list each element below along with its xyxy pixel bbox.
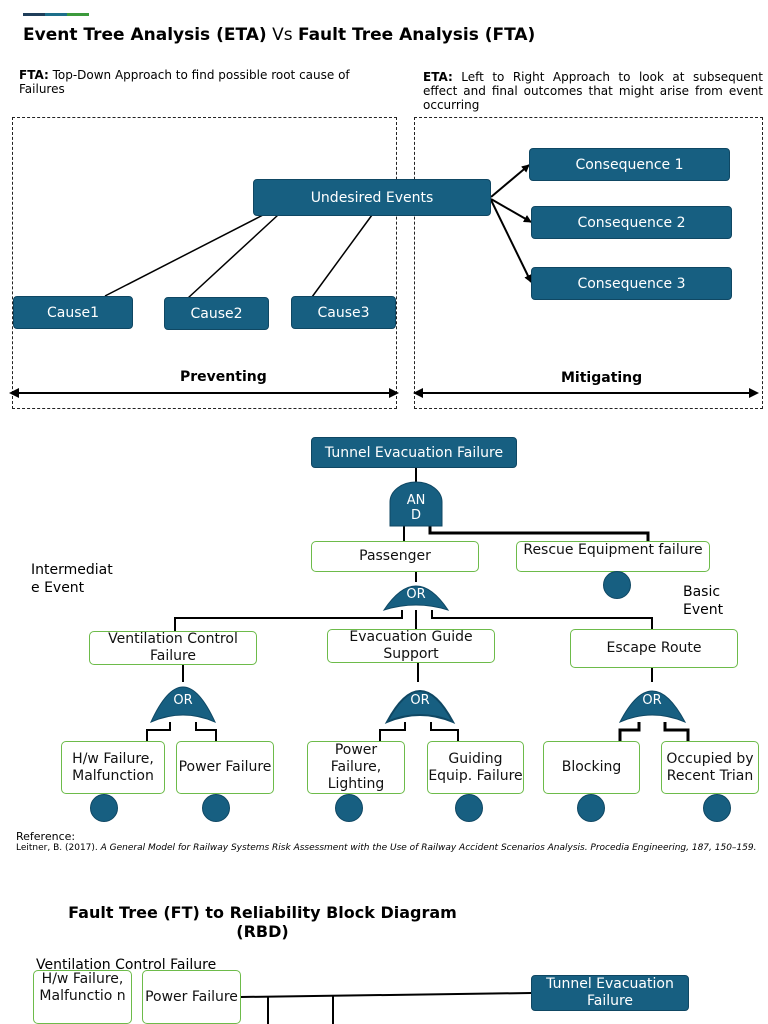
evacuation-guide-box: Evacuation Guide Support [327, 629, 495, 663]
fta-note-label: FTA: [19, 68, 49, 82]
reference-block: Reference: Leitner, B. (2017). A General… [16, 831, 761, 854]
or-gate-shape-3 [384, 690, 456, 725]
ventilation-control-box: Ventilation Control Failure [89, 631, 257, 665]
cause3-box: Cause3 [291, 296, 396, 329]
rbd-top-event-block: Tunnel Evacuation Failure [531, 975, 689, 1011]
reference-title: A General Model for Railway Systems Risk… [100, 843, 757, 853]
basic-event-label: Basic Event [683, 584, 724, 618]
consequence1-box: Consequence 1 [529, 148, 730, 181]
title-vs: Vs [266, 25, 298, 45]
leaf-blocking-box: Blocking [543, 741, 640, 794]
consequence1-arrow [490, 164, 530, 198]
eta-note: ETA: Left to Right Approach to look at s… [423, 70, 763, 112]
or-gate-label-1: OR [406, 587, 426, 602]
basic-event-circle-5 [577, 794, 605, 822]
rbd-ventilation-label: Ventilation Control Failure [36, 957, 217, 973]
accent-bar-2 [45, 13, 67, 16]
title-eta: Event Tree Analysis (ETA) [23, 25, 267, 45]
reference-authors: Leitner, B. (2017). [16, 843, 101, 853]
consequence2-arrow [490, 198, 532, 223]
leaf-guiding-equip-box: Guiding Equip. Failure [427, 741, 524, 794]
escape-route-box: Escape Route [570, 629, 738, 668]
page-title: Event Tree Analysis (ETA) Vs Fault Tree … [23, 25, 535, 45]
leaf-power-failure-box: Power Failure [176, 741, 274, 794]
top-event-box: Tunnel Evacuation Failure [311, 437, 517, 468]
and-gate-shape [389, 481, 443, 527]
consequence3-arrow [490, 199, 532, 283]
leaf-hw-failure-box: H/w Failure, Malfunction [61, 741, 165, 794]
cause1-link [104, 214, 264, 297]
cause1-box: Cause1 [13, 296, 133, 329]
consequence3-box: Consequence 3 [531, 267, 732, 300]
eta-note-label: ETA: [423, 70, 453, 84]
or-gate-label-2: OR [173, 693, 193, 708]
or-gate-shape-4 [618, 690, 687, 724]
accent-bar-3 [67, 13, 89, 16]
basic-event-circle-4 [455, 794, 483, 822]
undesired-events-box: Undesired Events [253, 179, 491, 216]
passenger-box: Passenger [311, 541, 479, 572]
accent-bar-1 [23, 13, 45, 16]
basic-event-circle-3 [335, 794, 363, 822]
fta-region [12, 117, 397, 409]
eta-note-text: Left to Right Approach to look at subseq… [423, 70, 763, 112]
basic-event-circle-2 [202, 794, 230, 822]
cause3-link [311, 214, 373, 298]
consequence2-box: Consequence 2 [531, 206, 732, 239]
leaf-occupied-box: Occupied by Recent Trian [661, 741, 759, 794]
or-gate-shape-1 [382, 585, 450, 611]
basic-event-circle-1 [90, 794, 118, 822]
or-gate-shape-2 [150, 686, 216, 723]
reference-text: Leitner, B. (2017). A General Model for … [16, 843, 761, 854]
rbd-hw-block: H/w Failure, Malfunctio n [33, 970, 132, 1024]
eta-region [414, 117, 763, 409]
leaf-power-lighting-box: Power Failure, Lighting [307, 741, 405, 794]
reference-label: Reference: [16, 830, 76, 843]
and-gate-label: AN D [406, 493, 426, 523]
basic-event-circle-6 [703, 794, 731, 822]
or-gate-label-3: OR [410, 693, 430, 708]
mitigating-label: Mitigating [561, 370, 643, 386]
fta-note-text: Top-Down Approach to find possible root … [19, 68, 350, 96]
rescue-equipment-box: Rescue Equipment failure [516, 541, 710, 572]
rbd-title: Fault Tree (FT) to Reliability Block Dia… [68, 903, 457, 941]
or-gate-label-4: OR [642, 693, 662, 708]
title-fta: Fault Tree Analysis (FTA) [297, 25, 536, 45]
cause2-link [187, 214, 279, 299]
cause2-box: Cause2 [164, 297, 269, 330]
rbd-power-block: Power Failure [142, 970, 241, 1024]
rescue-basic-event-circle [603, 571, 631, 599]
fta-note: FTA: Top-Down Approach to find possible … [19, 68, 389, 96]
preventing-label: Preventing [180, 369, 267, 385]
intermediate-event-label: Intermediat e Event [31, 562, 113, 596]
